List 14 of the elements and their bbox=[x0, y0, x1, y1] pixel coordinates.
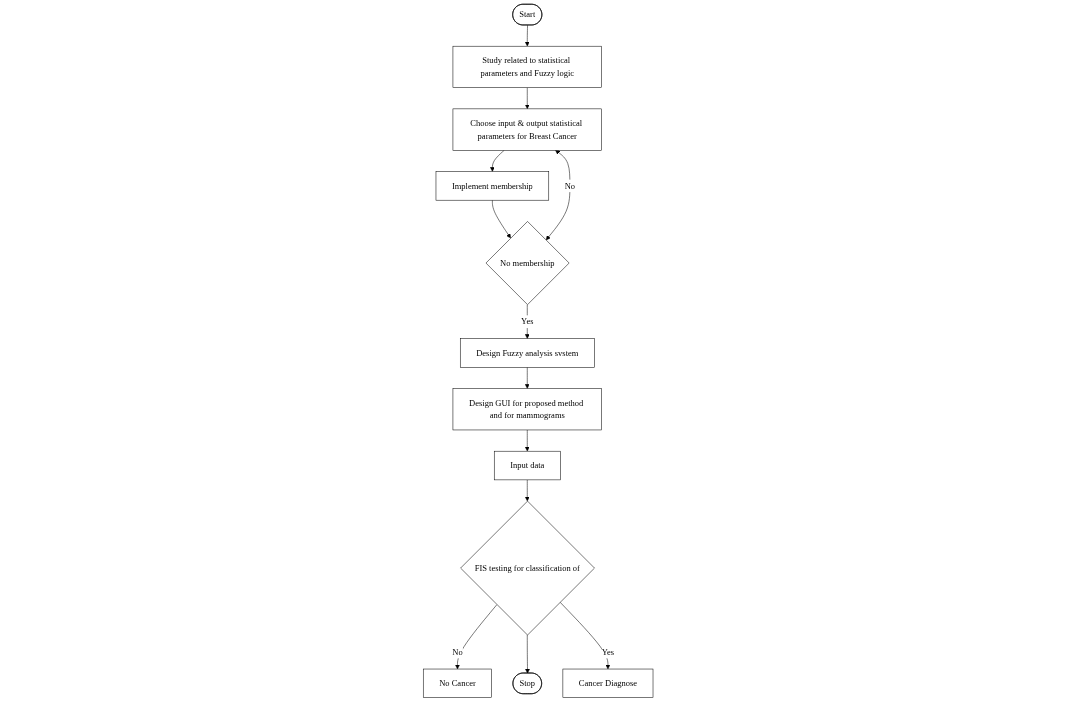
node-box: Design Fuzzy analysis svstem bbox=[460, 338, 595, 368]
node-box: Choose input & output statistical parameters for Breast Cancer bbox=[453, 108, 603, 151]
edge-label: Yes bbox=[602, 647, 615, 657]
node-box: Cancer Diagnose bbox=[562, 668, 654, 698]
node-box: Design GUI for proposed method and for mammograms bbox=[453, 388, 603, 431]
node-diamond: No membership bbox=[486, 221, 570, 305]
edge-label: Yes bbox=[521, 316, 534, 326]
node-diamond: FIS testing for classification of bbox=[460, 500, 596, 636]
edge-label: No bbox=[452, 647, 464, 657]
node-box: Study related to statistical parameters and Fuzzy logic bbox=[453, 45, 603, 88]
node-box: Implement membership bbox=[436, 171, 550, 201]
node-box: No Cancer bbox=[423, 668, 493, 698]
node-box: Input data bbox=[494, 450, 561, 481]
edge-label: No bbox=[565, 181, 576, 191]
